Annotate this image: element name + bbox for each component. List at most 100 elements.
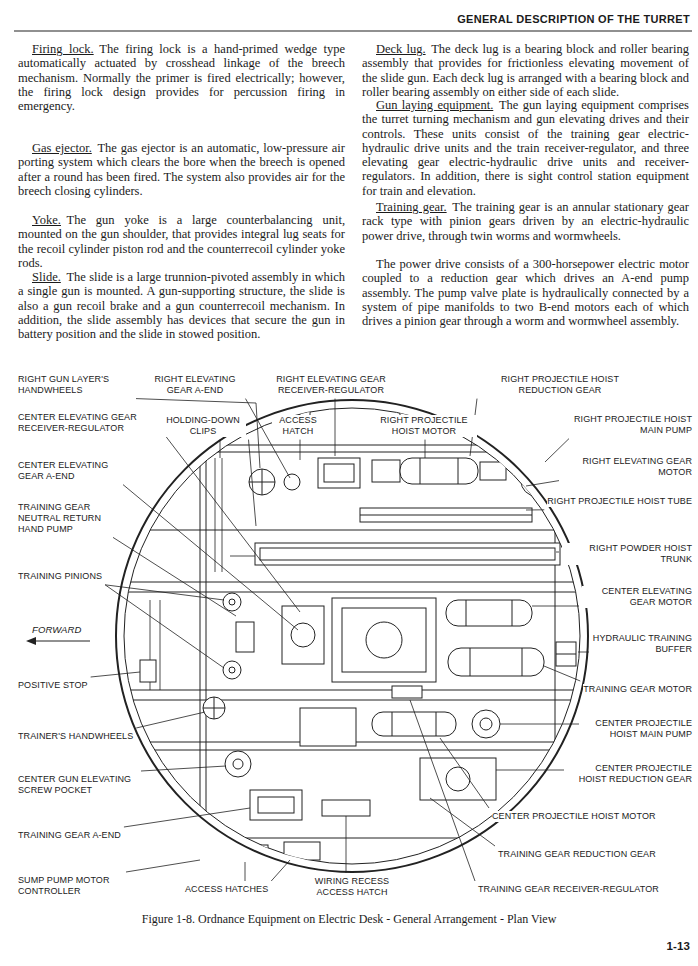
turret-machinery: [322, 800, 370, 816]
text-paragraph: Deck lug.The deck lug is a bearing block…: [362, 42, 689, 99]
paragraph-body: The slide is a large trunnion-pivoted as…: [18, 270, 345, 341]
turret-machinery: [229, 599, 235, 605]
turret-machinery: [521, 466, 551, 496]
callout-label: RIGHT PROJECTILE HOIST TUBE: [547, 496, 692, 507]
turret-machinery: [255, 543, 560, 565]
turret-machinery: [472, 710, 500, 738]
header-rule: [14, 30, 692, 31]
leader-line: [346, 816, 347, 873]
turret-machinery: [420, 458, 458, 484]
leader-line: [526, 509, 544, 510]
figure-caption: Figure 1-8. Ordnance Equipment on Electr…: [0, 912, 698, 927]
turret-machinery: [360, 508, 532, 522]
leader-line: [123, 485, 298, 630]
leader-line: [500, 724, 579, 725]
leader-line: [136, 712, 205, 728]
callout-label: WIRING RECESS ACCESS HATCH: [305, 876, 400, 898]
turret-machinery: [223, 661, 241, 679]
leader-line: [526, 481, 559, 486]
forward-arrow: [26, 637, 90, 645]
turret-machinery: [200, 445, 555, 838]
turret-machinery: [232, 845, 268, 863]
callout-label: CENTER PROJECTILE HOIST MAIN PUMP: [582, 718, 692, 740]
paragraph-body: The gun laying equipment comprises the t…: [362, 98, 689, 198]
callout-label: CENTER ELEVATING GEAR RECEIVER-REGULATOR: [18, 412, 163, 434]
leader-line: [556, 552, 559, 553]
turret-machinery: [392, 686, 422, 698]
leader-line: [300, 440, 301, 460]
callout-label: RIGHT GUN LAYER'S HANDWHEELS: [18, 374, 133, 396]
turret-machinery: [366, 622, 402, 658]
leader-line: [440, 738, 489, 808]
turret-machinery: [140, 660, 156, 682]
turret-machinery: [225, 751, 251, 777]
turret-machinery: [560, 750, 568, 760]
leader-line: [496, 770, 564, 771]
leader-line: [578, 652, 589, 653]
turret-outline: [124, 408, 580, 864]
turret-machinery: [300, 708, 356, 746]
leader-line: [124, 808, 250, 827]
text-paragraph: Yoke.The gun yoke is a large counterbala…: [18, 213, 345, 270]
callout-label: TRAINING GEAR MOTOR: [583, 684, 692, 695]
paragraph-heading: Gun laying equipment.: [376, 98, 493, 112]
page-number: 1-13: [667, 940, 690, 954]
leader-line: [249, 440, 257, 526]
turret-machinery: [448, 648, 544, 676]
leader-line: [271, 860, 290, 881]
leader-line: [220, 440, 221, 458]
turret-machinery: [150, 458, 255, 690]
turret-machinery: [372, 460, 400, 482]
leader-line: [532, 606, 579, 607]
callout-label: CENTER ELEVATING GEAR A-END: [18, 460, 120, 482]
callout-label: ACCESS HATCH: [272, 415, 324, 437]
turret-machinery: [291, 623, 315, 647]
turret-machinery: [100, 410, 600, 866]
forward-arrow: [34, 641, 90, 642]
callout-label: RIGHT PROJECTILE HOIST MOTOR: [372, 415, 477, 437]
turret-machinery: [250, 790, 302, 820]
turret-machinery: [360, 515, 532, 516]
turret-machinery: [236, 622, 254, 652]
callout-label: RIGHT ELEVATING GEAR A-END: [148, 374, 243, 396]
leader-line: [430, 798, 495, 846]
turret-machinery: [446, 767, 470, 791]
callout-label: TRAINING GEAR A-END: [18, 830, 121, 841]
paragraph-heading: Slide.: [32, 270, 61, 284]
callout-label: CENTER PROJECTILE HOIST REDUCTION GEAR: [567, 763, 692, 785]
callout-label: HOLDING-DOWN CLIPS: [161, 415, 246, 437]
direction-label: FORWARD: [32, 624, 81, 635]
callout-label: POSITIVE STOP: [18, 680, 88, 691]
turret-machinery: [203, 697, 225, 719]
callout-label: TRAINER'S HANDWHEELS: [18, 731, 133, 742]
turret-machinery: [140, 520, 148, 530]
turret-machinery: [480, 462, 506, 480]
callout-label: TRAINING GEAR REDUCTION GEAR: [498, 849, 656, 860]
paragraph-heading: Firing lock.: [32, 42, 94, 56]
leader-line: [246, 399, 291, 478]
callout-label: TRAINING GEAR NEUTRAL RETURN HAND PUMP: [18, 502, 110, 534]
text-paragraph: Slide.The slide is a large trunnion-pivo…: [18, 270, 345, 341]
text-paragraph: Firing lock.The firing lock is a hand-pr…: [18, 42, 345, 113]
leader-line: [245, 862, 246, 881]
callout-label: RIGHT PROJECTILE HOIST MAIN PUMP: [572, 414, 692, 436]
paragraph-body: The gun yoke is a large counterbalancing…: [18, 213, 345, 270]
text-paragraph: Training gear.The training gear is an an…: [362, 200, 689, 243]
paragraph-heading: Yoke.: [32, 213, 61, 227]
callout-label: RIGHT POWDER HOIST TRUNK: [562, 543, 692, 565]
turret-machinery: [560, 520, 568, 530]
turret-machinery: [372, 712, 456, 736]
callout-label: RIGHT ELEVATING GEAR RECEIVER-REGULATOR: [269, 374, 394, 396]
turret-machinery: [258, 797, 294, 813]
text-paragraph: Gas ejector.The gas ejector is an automa…: [18, 141, 345, 198]
turret-machinery: [529, 474, 543, 488]
leader-line: [410, 700, 475, 881]
turret-machinery: [203, 697, 225, 719]
callout-label: HYDRAULIC TRAINING BUFFER: [592, 633, 692, 655]
turret-machinery: [284, 842, 320, 860]
turret-machinery: [400, 458, 478, 484]
leader-line: [141, 766, 226, 771]
leader-line: [105, 585, 224, 668]
leader-line: [544, 666, 580, 681]
